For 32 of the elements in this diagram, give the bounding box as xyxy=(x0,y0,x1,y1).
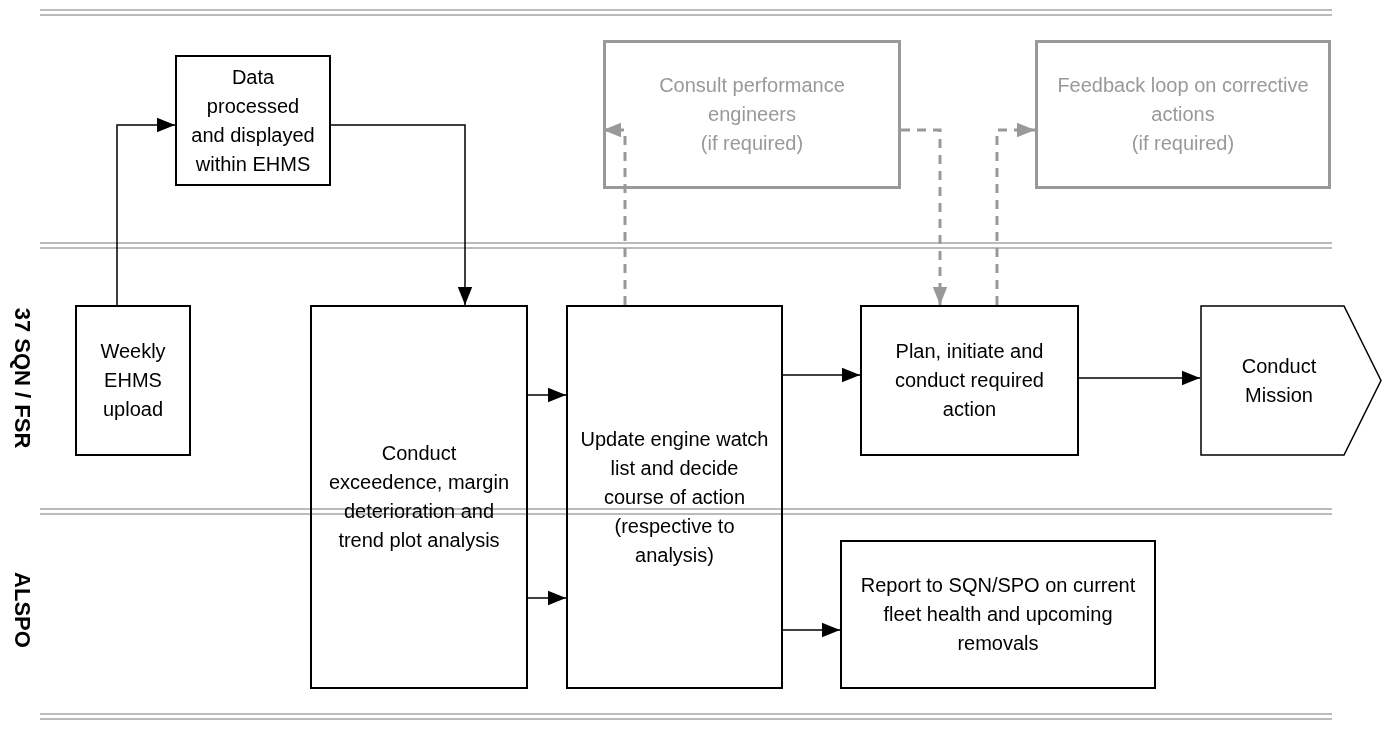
box-note: (if required) xyxy=(1131,131,1235,156)
lane-label: 37 SQN / FSR xyxy=(8,307,35,449)
box-text: Conduct Mission xyxy=(1240,353,1318,408)
box-text: Update engine watch list and decide course of action (respective to analysis) xyxy=(580,426,769,568)
arrow xyxy=(116,117,176,306)
box-text: Feedback loop on corrective actions xyxy=(1056,73,1310,127)
process-box xyxy=(175,55,331,186)
box-text: Data processed and displayed within EHMS xyxy=(190,64,316,177)
arrow xyxy=(527,387,567,403)
arrow xyxy=(782,622,841,638)
process-box xyxy=(1035,40,1331,189)
process-box xyxy=(860,305,1079,456)
process-box xyxy=(603,40,901,189)
process-box xyxy=(75,305,191,456)
arrow xyxy=(901,128,948,305)
box-text: Weekly EHMS upload xyxy=(99,339,167,422)
box-text: Plan, initiate and conduct required action xyxy=(894,339,1045,422)
process-box xyxy=(840,540,1156,689)
process-box xyxy=(310,305,528,689)
arrow xyxy=(330,124,473,306)
arrow xyxy=(782,367,861,383)
box-text: Conduct exceedence, margin deterioration and trend plot analysis xyxy=(327,441,511,553)
box-text: Report to SQN/SPO on current fleet health and upcoming removals xyxy=(859,573,1137,656)
arrow xyxy=(603,122,627,305)
box-text: Consult performance engineers xyxy=(658,73,846,127)
arrow xyxy=(995,122,1035,305)
arrow xyxy=(1078,370,1201,386)
box-note: (if required) xyxy=(700,131,804,156)
process-box xyxy=(566,305,783,689)
arrow xyxy=(527,590,567,606)
lane-label: ALSPO xyxy=(8,572,35,648)
pentagon-arrow-box xyxy=(1200,305,1382,456)
